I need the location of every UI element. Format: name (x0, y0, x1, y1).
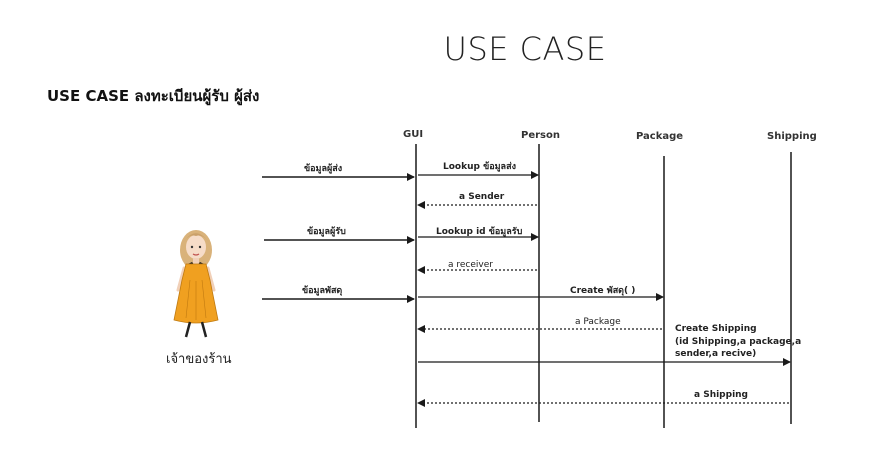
message-label-m10: Create Shipping (id Shipping,a package,a… (675, 323, 805, 361)
message-label-m4: ข้อมูลผู้รับ (307, 227, 346, 237)
message-label-m7: ข้อมูลพัสดุ (302, 286, 343, 296)
page-title: USE CASE (443, 30, 607, 68)
actor-label: เจ้าของร้าน (166, 352, 232, 367)
message-label-m5: Lookup id ข้อมูลรับ (436, 227, 523, 237)
message-label-m10-text: Create Shipping (id Shipping,a package,a… (675, 324, 802, 359)
diagram-subtitle: USE CASE ลงทะเบียนผู้รับ ผู้ส่ง (47, 87, 260, 105)
message-label-m6: a receiver (448, 260, 493, 270)
message-label-m3: a Sender (459, 192, 505, 202)
message-label-m2: Lookup ข้อมูลส่ง (443, 162, 516, 172)
lifeline-label-person: Person (521, 130, 560, 141)
message-label-m1: ข้อมูลผู้ส่ง (304, 164, 343, 174)
lifeline-label-package: Package (636, 131, 684, 142)
lifeline-label-gui: GUI (403, 129, 424, 140)
message-label-m11: a Shipping (694, 390, 748, 400)
message-label-m9: a Package (575, 317, 621, 327)
message-label-m8: Create พัสดุ( ) (570, 286, 636, 296)
lifeline-label-shipping: Shipping (767, 131, 817, 142)
actor-figure (173, 230, 219, 338)
